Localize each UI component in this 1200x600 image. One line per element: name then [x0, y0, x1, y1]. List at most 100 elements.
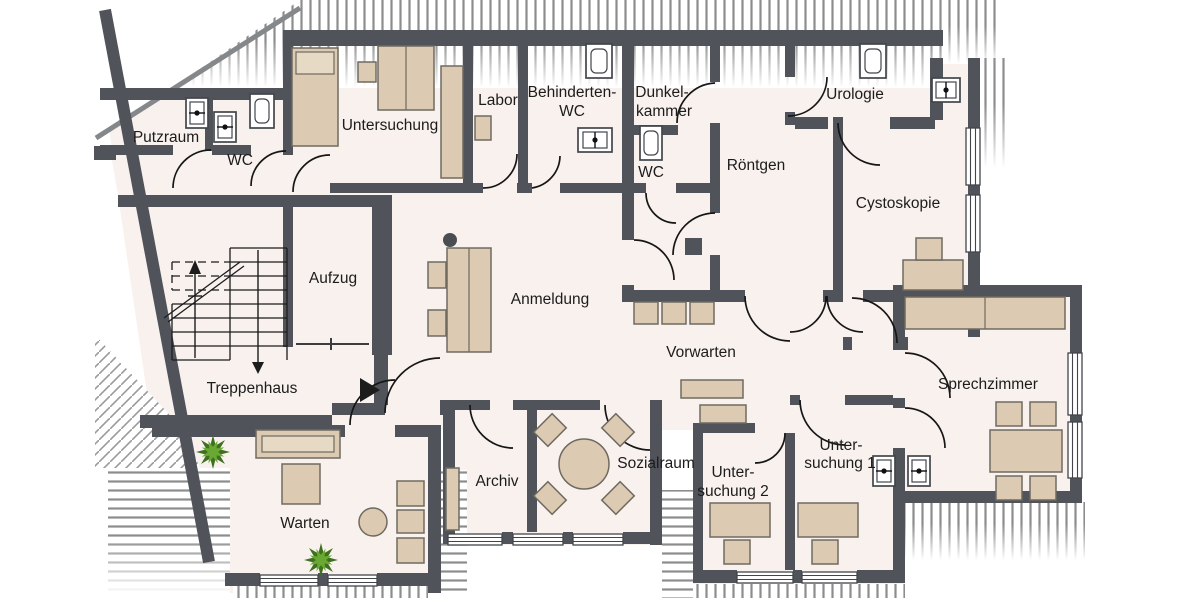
- chair: [427, 309, 447, 337]
- chair: [532, 480, 568, 516]
- desk: [902, 259, 964, 291]
- desk: [709, 502, 771, 538]
- room-label-sozialraum: Sozialraum: [617, 455, 695, 472]
- door-arc: [482, 153, 518, 189]
- washbasin: [907, 455, 931, 487]
- window: [736, 571, 794, 584]
- door-arc: [633, 239, 675, 281]
- chair: [689, 301, 715, 325]
- walls: [94, 8, 1082, 593]
- desk: [440, 65, 464, 179]
- door-arc: [789, 295, 827, 333]
- room-label-untersuchung2-1: Unter-: [711, 464, 754, 481]
- washbasin: [213, 111, 237, 143]
- room-label-aufzug: Aufzug: [309, 270, 357, 287]
- window: [327, 574, 378, 587]
- chair: [600, 412, 636, 448]
- chair: [915, 237, 943, 261]
- side-table: [358, 507, 388, 537]
- room-label-untersuchung1-1: Unter-: [819, 437, 862, 454]
- door-arc: [837, 122, 881, 166]
- stool: [443, 233, 457, 247]
- room-label-behinderten-wc-2: WC: [559, 103, 585, 120]
- door-arc: [672, 212, 716, 256]
- toilet: [249, 93, 275, 129]
- chair: [811, 539, 839, 565]
- cabinet: [699, 404, 747, 424]
- chair: [600, 480, 636, 516]
- toilet: [585, 43, 613, 79]
- chair: [396, 537, 425, 564]
- room-label-treppenhaus: Treppenhaus: [207, 380, 298, 397]
- room-label-labor: Labor: [478, 92, 518, 109]
- room-label-anmeldung: Anmeldung: [511, 291, 589, 308]
- chair: [1029, 475, 1057, 501]
- table: [281, 463, 321, 505]
- washbasin: [872, 455, 896, 487]
- washbasin: [931, 77, 961, 103]
- room-label-untersuchung1-2: suchung 1: [804, 455, 876, 472]
- door-arc: [676, 82, 716, 124]
- door-arc: [851, 297, 898, 344]
- room-label-archiv: Archiv: [475, 473, 518, 490]
- room-labels: Putzraum WC Untersuchung Labor Behindert…: [133, 84, 1038, 532]
- door-arc: [904, 407, 946, 449]
- door-arc: [292, 154, 331, 193]
- exam-bed: [291, 47, 339, 147]
- elevator-door: [296, 338, 369, 350]
- staircase: [163, 247, 288, 374]
- nightstand: [357, 61, 377, 83]
- chair: [995, 401, 1023, 427]
- door-arc: [645, 192, 677, 224]
- floor-areas: [104, 36, 1082, 593]
- window: [447, 533, 503, 546]
- room-label-behinderten-wc-1: Behinderten-: [528, 84, 617, 101]
- window: [965, 127, 981, 186]
- chair: [661, 301, 687, 325]
- doors: [172, 76, 951, 464]
- chair: [396, 509, 425, 534]
- washbasin: [577, 127, 613, 153]
- room-label-roentgen: Röntgen: [727, 157, 786, 174]
- door-arc: [826, 295, 864, 333]
- door-arc: [250, 150, 287, 187]
- room-label-cystoskopie: Cystoskopie: [856, 195, 940, 212]
- desk: [797, 502, 859, 538]
- door-arc: [531, 155, 561, 189]
- window: [512, 533, 564, 546]
- chair: [1029, 401, 1057, 427]
- room-label-warten: Warten: [280, 515, 329, 532]
- plant: [196, 435, 230, 469]
- room-label-urologie: Urologie: [826, 86, 884, 103]
- chair: [474, 115, 492, 141]
- window: [801, 571, 858, 584]
- door-arc: [172, 149, 212, 189]
- windows: [259, 127, 1083, 587]
- door-arc: [744, 295, 791, 342]
- room-label-dunkelkammer-2: kammer: [636, 103, 692, 120]
- chair: [633, 301, 659, 325]
- chair: [532, 412, 568, 448]
- entrance-arrow: [360, 378, 380, 402]
- sideboard: [904, 296, 1066, 330]
- door-arc: [754, 432, 786, 464]
- sideboard: [680, 379, 744, 399]
- door-arc: [787, 76, 828, 117]
- toilet: [639, 125, 663, 161]
- door-arc: [469, 404, 514, 449]
- window: [1067, 421, 1083, 479]
- toilet: [859, 43, 887, 79]
- column: [685, 238, 702, 255]
- table: [989, 429, 1063, 473]
- shelf: [445, 467, 460, 531]
- room-label-vorwarten: Vorwarten: [666, 344, 736, 361]
- window: [965, 194, 981, 253]
- chair: [396, 480, 425, 507]
- door-arc: [799, 399, 846, 446]
- furniture: [185, 43, 1066, 577]
- reception-desk: [446, 247, 492, 353]
- chair: [427, 261, 447, 289]
- room-label-untersuchung2-2: suchung 2: [697, 483, 769, 500]
